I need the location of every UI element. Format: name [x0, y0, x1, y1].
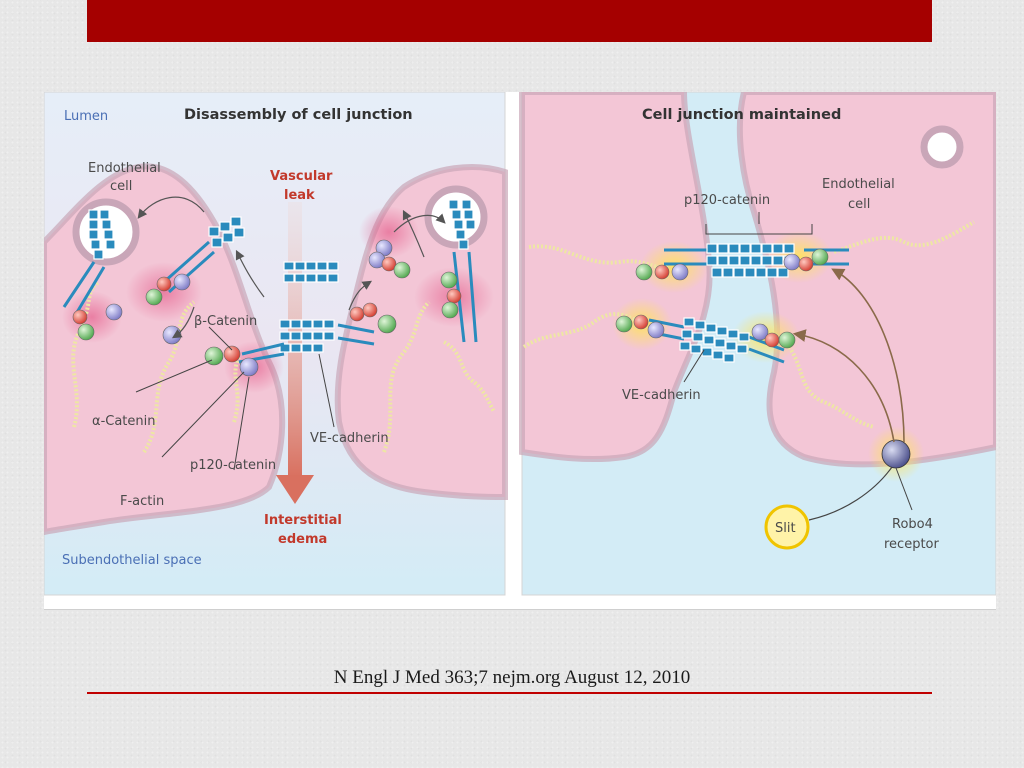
- p120-catenin-label: p120-catenin: [190, 458, 276, 473]
- actin-filament: [528, 244, 670, 270]
- translocation-arrows: [137, 196, 446, 339]
- top-accent-bar: [87, 0, 932, 42]
- robo4-label-line1: Robo4: [892, 517, 933, 532]
- slit-robo4-link: [808, 466, 893, 521]
- f-actin-label: F-actin: [120, 494, 164, 509]
- p120-catenin-ball: [783, 253, 801, 271]
- alpha-catenin-ball: [635, 263, 653, 281]
- beta-catenin-ball: [156, 276, 172, 292]
- ve-cadherin-chain: [679, 243, 795, 363]
- beta-catenin-ball: [764, 332, 780, 348]
- beta-catenin-ball: [223, 345, 241, 363]
- subendothelial-space-label: Subendothelial space: [62, 553, 202, 568]
- beta-catenin-ball: [72, 309, 88, 325]
- label-leader-lines: [683, 212, 913, 511]
- beta-catenin-ball: [362, 302, 378, 318]
- alpha-catenin-ball: [441, 301, 459, 319]
- right-ve-cadherin-label: VE-cadherin: [622, 388, 701, 403]
- p120-catenin-ball: [647, 321, 665, 339]
- right-p120-catenin-label: p120-catenin: [684, 193, 770, 208]
- p120-catenin-ball: [671, 263, 689, 281]
- alpha-catenin-ball: [77, 323, 95, 341]
- figure-svg: Lumen Disassembly of cell junction Endot…: [44, 92, 996, 596]
- alpha-catenin-ball: [393, 261, 411, 279]
- junction-glow: [62, 291, 122, 343]
- left-panel: Lumen Disassembly of cell junction Endot…: [44, 92, 508, 596]
- cell-junction-figure: Lumen Disassembly of cell junction Endot…: [44, 92, 996, 610]
- beta-catenin-ball: [446, 288, 462, 304]
- robo4-label-line2: receptor: [884, 537, 940, 552]
- right-panel-vesicle: [920, 125, 964, 169]
- vascular-leak-arrowhead: [276, 475, 314, 504]
- left-panel-title: Disassembly of cell junction: [184, 107, 413, 123]
- vascular-leak-label-line1: Vascular: [270, 169, 333, 184]
- alpha-catenin-ball: [204, 346, 224, 366]
- actin-filament: [442, 340, 496, 413]
- right-panel-title: Cell junction maintained: [642, 107, 841, 123]
- alpha-catenin-ball: [615, 315, 633, 333]
- p120-catenin-ball: [105, 303, 123, 321]
- ve-cadherin-chain: [88, 199, 476, 353]
- alpha-catenin-ball: [145, 288, 163, 306]
- robo4-receptor: [881, 439, 911, 469]
- beta-catenin-ball: [798, 256, 814, 272]
- interstitial-edema-label-line2: edema: [278, 532, 327, 547]
- beta-catenin-ball: [381, 256, 397, 272]
- vascular-leak-label-line2: leak: [284, 188, 315, 203]
- alpha-catenin-ball: [440, 271, 458, 289]
- right-endothelial-cell-label-line1: Endothelial: [822, 177, 895, 192]
- actin-filament: [232, 356, 241, 423]
- beta-catenin-ball: [654, 264, 670, 280]
- slit-label: Slit: [775, 521, 796, 536]
- label-leader-lines: [135, 326, 335, 471]
- actin-filament: [382, 300, 431, 453]
- p120-catenin-ball: [173, 273, 191, 291]
- interstitial-edema-label-line1: Interstitial: [264, 513, 342, 528]
- actin-filament: [833, 220, 976, 254]
- beta-catenin-ball: [349, 306, 365, 322]
- beta-catenin-label: β-Catenin: [194, 314, 257, 329]
- right-panel: Cell junction maintained p120-catenin En…: [519, 92, 996, 596]
- catenin-complexes: [615, 248, 829, 349]
- alpha-catenin-ball: [811, 248, 829, 266]
- right-endothelial-cell-label-line2: cell: [848, 197, 870, 212]
- citation-text: N Engl J Med 363;7 nejm.org August 12, 2…: [333, 667, 691, 688]
- robo4-signaling-arrows: [792, 268, 905, 443]
- actin-filament: [787, 345, 875, 429]
- lumen-label: Lumen: [64, 109, 108, 124]
- p120-catenin-ball: [162, 325, 182, 345]
- actin-filament: [522, 312, 640, 349]
- alpha-catenin-ball: [377, 314, 397, 334]
- beta-catenin-ball: [633, 314, 649, 330]
- alpha-catenin-label: α-Catenin: [92, 414, 156, 429]
- endothelial-cell-label-line2: cell: [110, 179, 132, 194]
- slit-ligand: [764, 504, 810, 550]
- right-panel-left-cell: [519, 92, 713, 463]
- catenin-complexes: [72, 239, 462, 377]
- p120-catenin-ball: [239, 357, 259, 377]
- ve-cadherin-label: VE-cadherin: [310, 431, 389, 446]
- p120-catenin-ball: [751, 323, 769, 341]
- bottom-accent-rule: [87, 692, 932, 694]
- alpha-catenin-ball: [778, 331, 796, 349]
- endothelial-cell-label-line1: Endothelial: [88, 161, 161, 176]
